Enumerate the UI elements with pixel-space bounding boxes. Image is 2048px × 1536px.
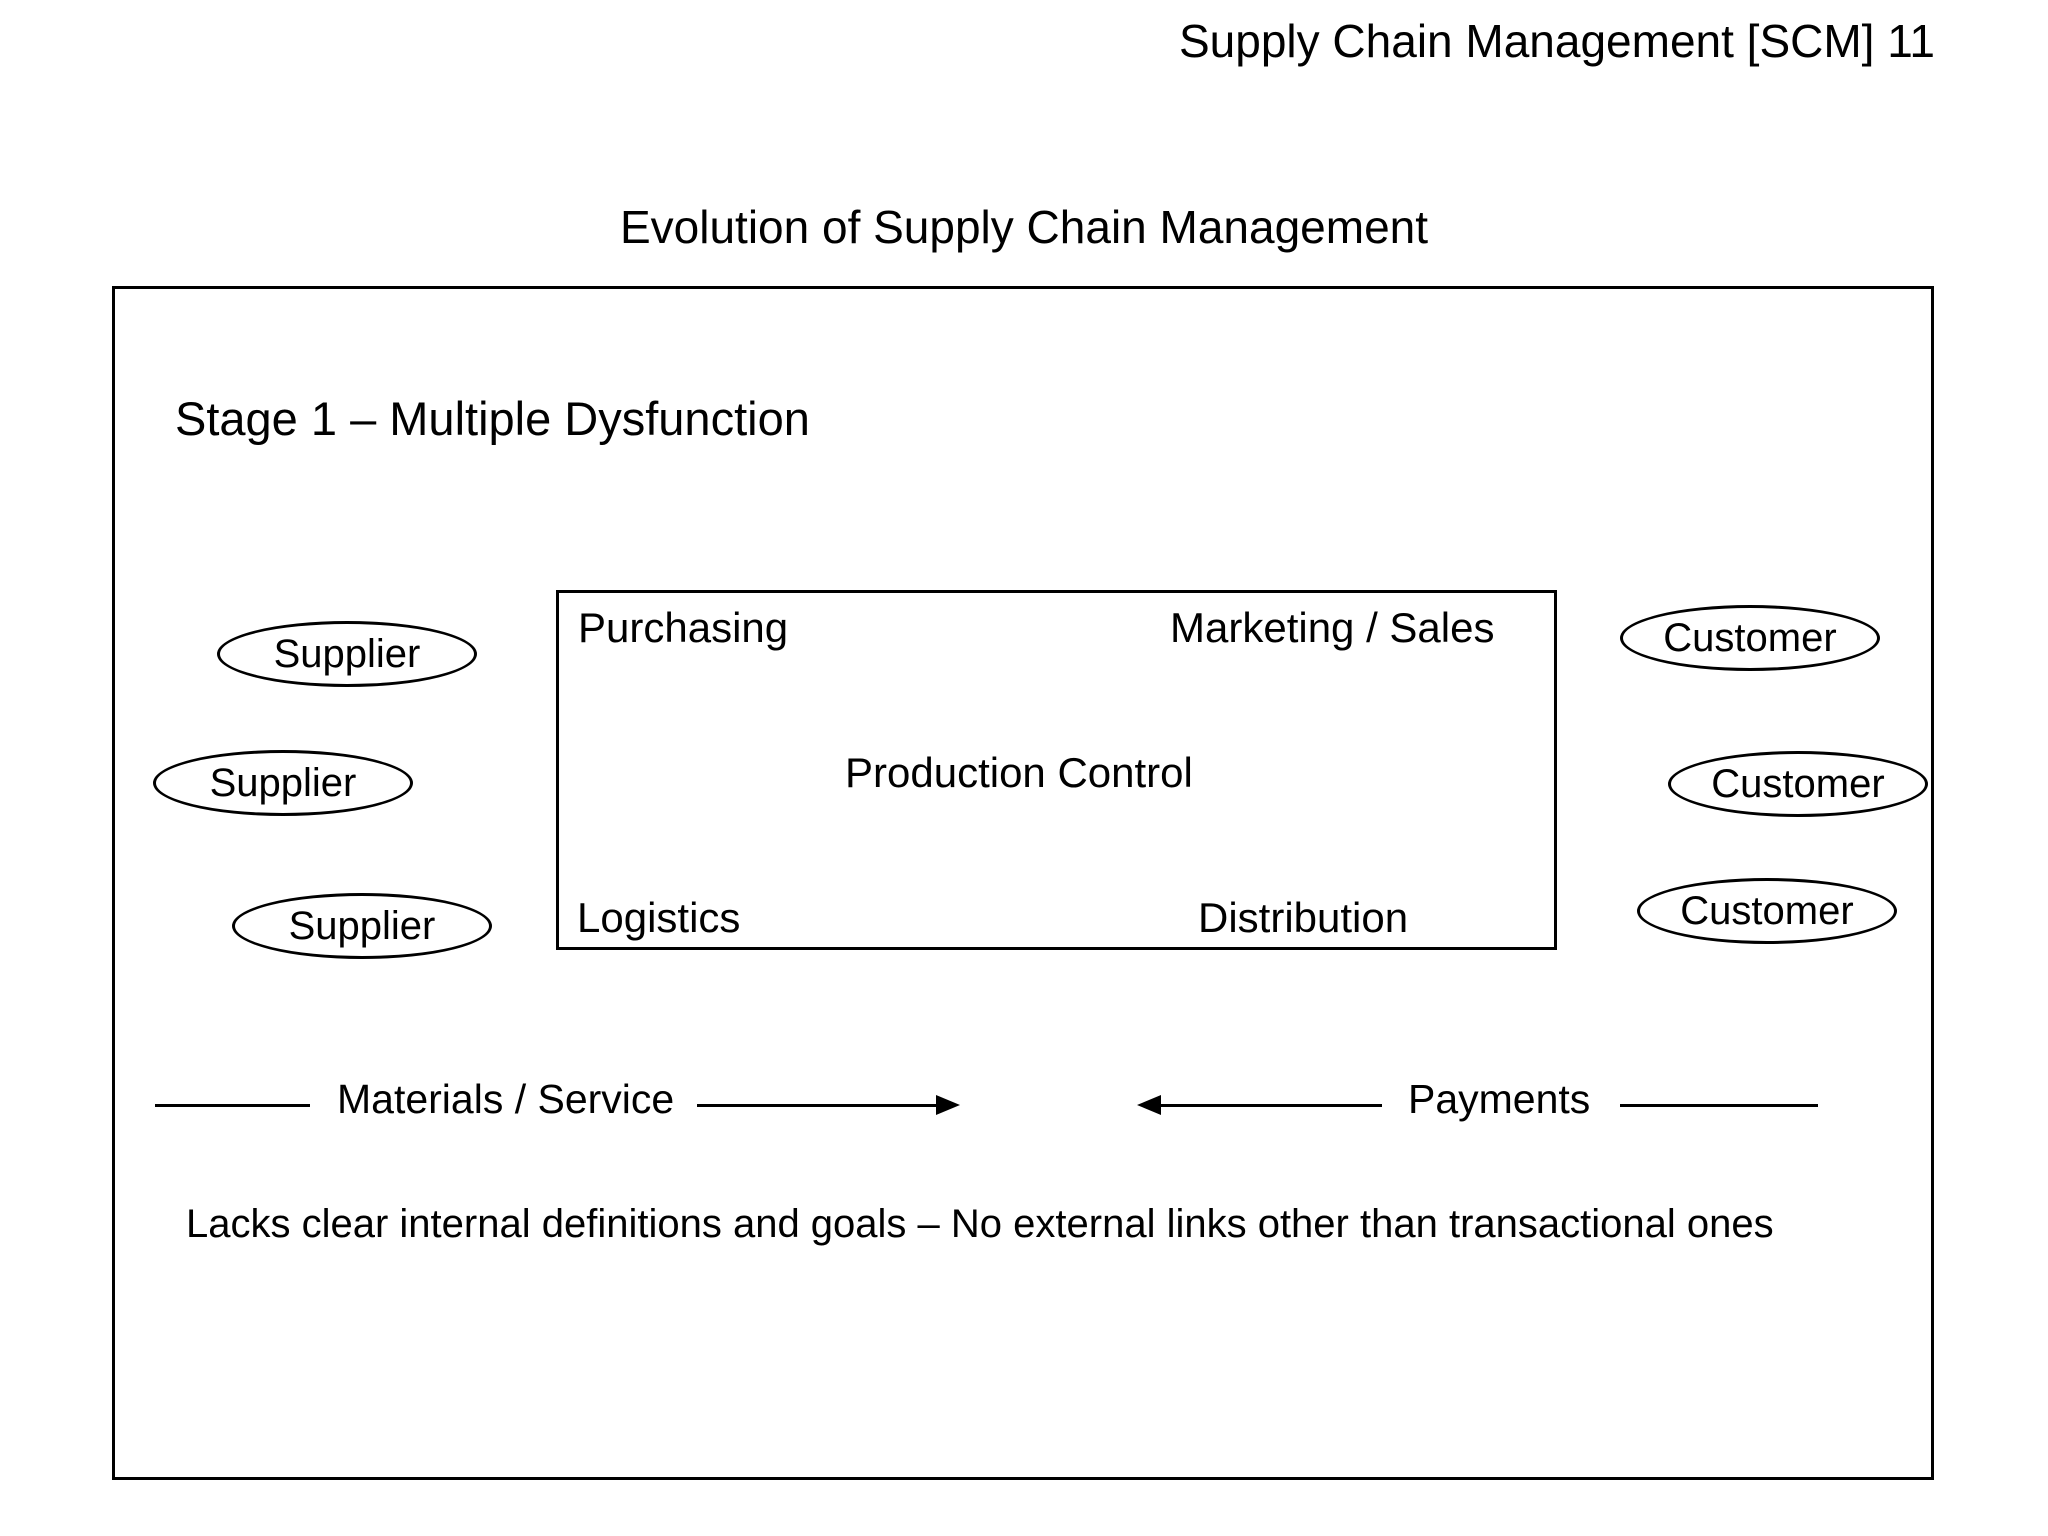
right-arrow-icon [936, 1095, 960, 1115]
label-logistics: Logistics [577, 894, 741, 941]
page-title: Evolution of Supply Chain Management [619, 201, 1429, 253]
stage-heading: Stage 1 – Multiple Dysfunction [175, 392, 810, 445]
page-header: Supply Chain Management [SCM] 11 [1179, 15, 1935, 67]
customer-label: Customer [1711, 761, 1885, 806]
label-distribution: Distribution [1198, 894, 1409, 941]
payments-tail-line [1620, 1104, 1818, 1107]
customer-label: Customer [1663, 615, 1837, 660]
customer-label: Customer [1680, 888, 1854, 933]
customer-ellipse-3: Customer [1637, 878, 1897, 944]
materials-lead-line [155, 1104, 310, 1107]
supplier-ellipse-3: Supplier [232, 893, 492, 959]
label-marketing-sales: Marketing / Sales [1170, 604, 1495, 651]
customer-ellipse-1: Customer [1620, 605, 1880, 671]
supplier-label: Supplier [209, 760, 357, 805]
departments-box [556, 590, 1557, 950]
supplier-ellipse-2: Supplier [153, 750, 413, 816]
left-arrow-icon [1137, 1095, 1161, 1115]
label-production-control: Production Control [845, 749, 1193, 796]
payments-arrow-shaft [1157, 1104, 1382, 1107]
supplier-ellipse-1: Supplier [217, 621, 477, 687]
label-materials-service: Materials / Service [337, 1076, 675, 1122]
materials-arrow-shaft [697, 1104, 938, 1107]
stage-frame [112, 286, 1934, 1480]
supplier-label: Supplier [273, 631, 421, 676]
label-purchasing: Purchasing [578, 604, 789, 651]
label-payments: Payments [1408, 1076, 1591, 1122]
supplier-label: Supplier [288, 903, 436, 948]
stage-footnote: Lacks clear internal definitions and goa… [186, 1202, 1774, 1246]
customer-ellipse-2: Customer [1668, 751, 1928, 817]
